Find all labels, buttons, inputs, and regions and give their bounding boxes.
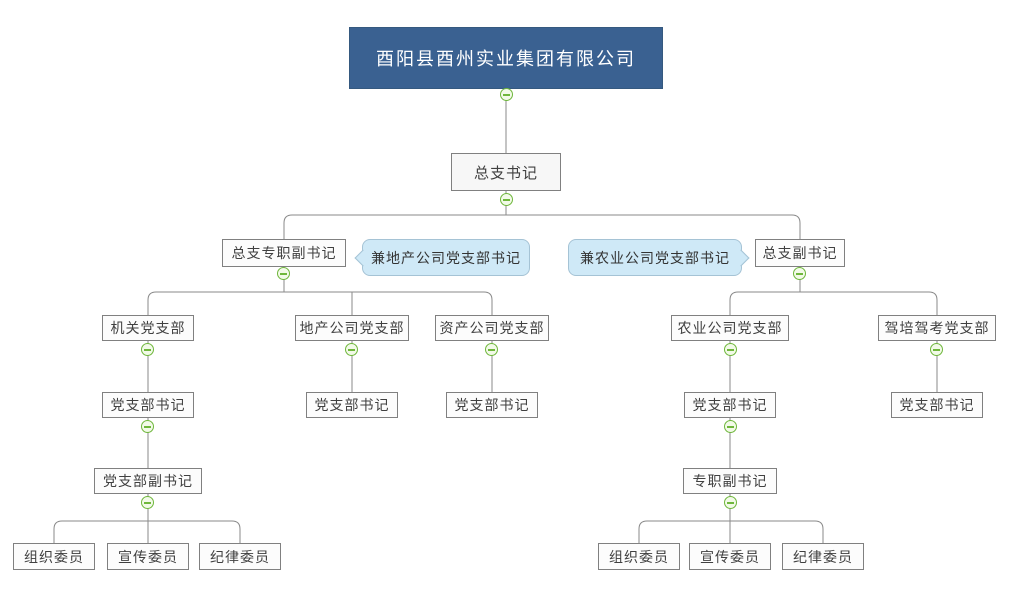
org-node-branch-secretary-asset[interactable]: 党支部书记 bbox=[446, 392, 538, 418]
org-node-organization-member-right[interactable]: 组织委员 bbox=[598, 543, 680, 570]
org-node-branch-deputy-secretary[interactable]: 党支部副书记 bbox=[94, 468, 202, 494]
collapse-icon[interactable] bbox=[793, 267, 806, 280]
org-node-office-branch[interactable]: 机关党支部 bbox=[102, 315, 194, 341]
org-node-discipline-member-right[interactable]: 纪律委员 bbox=[782, 543, 864, 570]
collapse-icon[interactable] bbox=[930, 343, 943, 356]
org-node-full-time-deputy-secretary[interactable]: 总支专职副书记 bbox=[222, 239, 346, 267]
callout-label: 兼农业公司党支部书记 bbox=[580, 249, 730, 266]
org-node-publicity-member-right[interactable]: 宣传委员 bbox=[689, 543, 771, 570]
collapse-icon[interactable] bbox=[141, 343, 154, 356]
org-node-branch-secretary-driving[interactable]: 党支部书记 bbox=[891, 392, 983, 418]
org-node-branch-secretary-agriculture[interactable]: 党支部书记 bbox=[684, 392, 776, 418]
org-node-realestate-branch[interactable]: 地产公司党支部 bbox=[295, 315, 409, 341]
org-node-general-branch-secretary[interactable]: 总支书记 bbox=[451, 153, 561, 191]
org-node-full-time-deputy[interactable]: 专职副书记 bbox=[683, 468, 777, 494]
org-node-branch-secretary-office[interactable]: 党支部书记 bbox=[102, 392, 194, 418]
collapse-icon[interactable] bbox=[345, 343, 358, 356]
callout-realestate-secretary[interactable]: 兼地产公司党支部书记 bbox=[354, 239, 530, 276]
org-node-asset-branch[interactable]: 资产公司党支部 bbox=[435, 315, 549, 341]
org-node-discipline-member-left[interactable]: 纪律委员 bbox=[199, 543, 281, 570]
collapse-icon[interactable] bbox=[724, 496, 737, 509]
org-node-publicity-member-left[interactable]: 宣传委员 bbox=[107, 543, 189, 570]
collapse-icon[interactable] bbox=[724, 343, 737, 356]
callout-agriculture-secretary[interactable]: 兼农业公司党支部书记 bbox=[568, 239, 750, 276]
collapse-icon[interactable] bbox=[485, 343, 498, 356]
org-node-organization-member-left[interactable]: 组织委员 bbox=[13, 543, 95, 570]
collapse-icon[interactable] bbox=[141, 496, 154, 509]
org-node-deputy-secretary[interactable]: 总支副书记 bbox=[755, 239, 845, 267]
callout-label: 兼地产公司党支部书记 bbox=[371, 249, 521, 266]
org-node-driving-branch[interactable]: 驾培驾考党支部 bbox=[878, 315, 996, 341]
collapse-icon[interactable] bbox=[500, 193, 513, 206]
collapse-icon[interactable] bbox=[277, 267, 290, 280]
org-node-agriculture-branch[interactable]: 农业公司党支部 bbox=[671, 315, 789, 341]
collapse-icon[interactable] bbox=[141, 420, 154, 433]
collapse-icon[interactable] bbox=[500, 88, 513, 101]
collapse-icon[interactable] bbox=[724, 420, 737, 433]
org-node-company[interactable]: 酉阳县酉州实业集团有限公司 bbox=[349, 27, 663, 89]
org-node-branch-secretary-realestate[interactable]: 党支部书记 bbox=[306, 392, 398, 418]
